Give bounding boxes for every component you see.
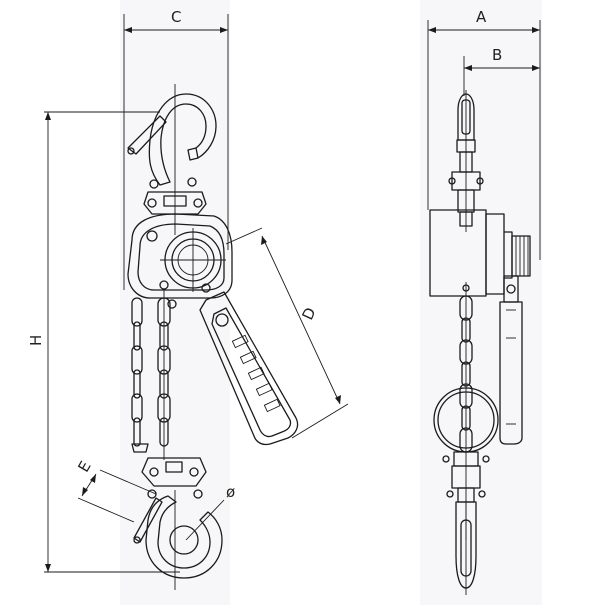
dimension-b: B [463, 46, 540, 96]
bottom-hook-side [455, 500, 477, 595]
top-hook-side [448, 90, 484, 232]
side-view: A B [427, 8, 541, 595]
dimension-h: H [27, 111, 180, 573]
front-view: C H [27, 8, 349, 590]
label-b: B [492, 46, 502, 64]
slack-chain [131, 297, 149, 453]
right-shade-panel [420, 0, 542, 605]
bottom-hook [133, 490, 223, 590]
dimension-phi: ø [185, 483, 235, 541]
top-swivel [143, 191, 207, 215]
label-phi: ø [226, 483, 235, 501]
lever-side [499, 301, 523, 445]
label-c: C [171, 8, 181, 26]
top-hook [127, 84, 217, 235]
dimension-a: A [427, 8, 541, 260]
chain-side [459, 282, 473, 540]
label-a: A [476, 8, 487, 26]
lever-handle [199, 291, 299, 446]
load-chain [157, 290, 177, 460]
label-h: H [27, 335, 45, 346]
bottom-block-side [442, 451, 490, 503]
hoist-body [127, 213, 233, 299]
dimension-c: C [123, 8, 229, 290]
